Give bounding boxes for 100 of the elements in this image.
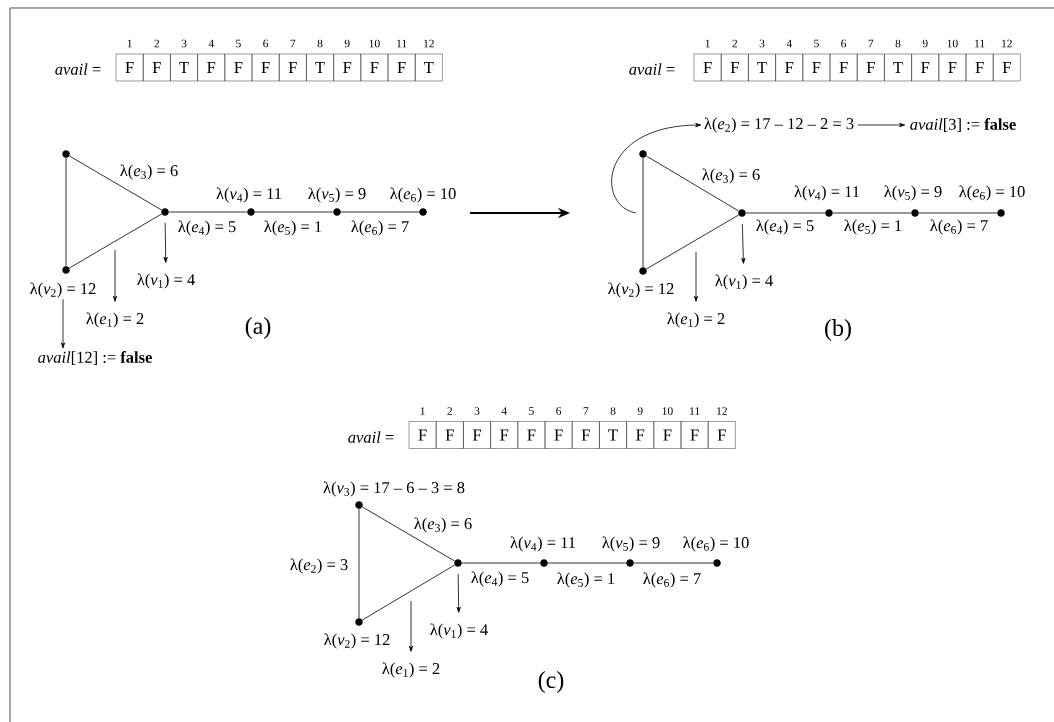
value-label: λ(v$_{2}$) = 12 — [324, 633, 390, 649]
value-label: λ(e$_{1}$) = 2 — [667, 312, 725, 328]
array-cell: T — [306, 53, 334, 82]
graph-vertex — [161, 208, 169, 216]
value-label: λ(v$_{1}$) = 4 — [137, 273, 195, 289]
value-label: λ(v$_{5}$) = 9 — [602, 536, 660, 552]
graph-vertex — [911, 209, 919, 217]
value-label: λ(v$_{4}$) = 11 — [510, 536, 576, 552]
graph-edge — [65, 157, 67, 267]
graph-edge — [69, 155, 162, 211]
value-label: λ(e$_{1}$) = 2 — [86, 312, 144, 328]
array-cell: T — [170, 53, 198, 82]
value-label: λ(e$_{3}$) = 6 — [414, 517, 472, 533]
graph-vertex — [626, 559, 634, 567]
array-cell: F — [680, 421, 709, 449]
value-label: λ(e$_{6}$) = 10 — [390, 187, 456, 203]
value-label: λ(e$_{6}$) = 7 — [930, 219, 988, 235]
column-number: 7 — [868, 39, 874, 48]
array-cell: T — [415, 53, 443, 82]
graph-edge — [362, 506, 455, 562]
array-cell: F — [993, 53, 1021, 82]
value-label: λ(e$_{5}$) = 1 — [557, 572, 615, 588]
value-label: λ(e$_{6}$) = 10 — [683, 536, 749, 552]
value-label: λ(v$_{3}$) = 17 – 6 – 3 = 8 — [323, 481, 465, 497]
column-number: 1 — [127, 39, 132, 48]
panel-label: (b) — [825, 319, 851, 341]
array-cell: F — [143, 53, 171, 82]
array-cell: F — [408, 421, 437, 449]
graph-edge — [168, 211, 248, 213]
array-cell: F — [251, 53, 280, 82]
graph-vertex — [997, 209, 1005, 217]
array-cell: F — [197, 53, 225, 82]
array-cell: F — [775, 53, 803, 82]
column-number: 8 — [317, 39, 323, 48]
assignment-label: avail[3] := false — [910, 118, 1016, 132]
array-cell: F — [490, 421, 518, 449]
graph-vertex — [738, 209, 746, 217]
graph-vertex — [247, 208, 255, 216]
graph-edge — [547, 562, 627, 564]
arrow — [456, 573, 461, 613]
value-label: λ(v$_{5}$) = 9 — [884, 185, 942, 201]
value-label: λ(e$_{6}$) = 7 — [351, 220, 409, 236]
array-cell: F — [544, 421, 573, 449]
column-number: 10 — [947, 39, 958, 48]
column-number: 4 — [501, 407, 507, 415]
graph-edge — [254, 211, 334, 213]
graph-edge — [918, 212, 998, 214]
array-cell: F — [911, 53, 939, 82]
arrow — [693, 251, 699, 302]
graph-edge — [745, 212, 826, 214]
column-number: 3 — [759, 39, 765, 48]
arrow — [611, 123, 702, 214]
arrow — [61, 298, 66, 349]
array-cell: T — [884, 53, 912, 82]
column-number: 9 — [344, 39, 350, 48]
array-cell: F — [224, 53, 253, 82]
array-label: avail = — [629, 63, 675, 75]
column-number: 11 — [397, 39, 407, 48]
column-number: 3 — [474, 407, 480, 415]
column-number: 3 — [181, 39, 187, 48]
column-number: 11 — [975, 39, 985, 48]
column-number: 5 — [814, 39, 819, 48]
value-label: λ(e$_{4}$) = 5 — [471, 571, 529, 587]
graph-vertex — [639, 150, 647, 158]
assignment-label: avail[12] := false — [38, 351, 152, 365]
array-cell: F — [333, 53, 361, 82]
value-label: λ(v$_{2}$) = 12 — [608, 282, 674, 298]
graph-edge — [340, 211, 420, 213]
array-cell: F — [572, 421, 600, 449]
column-number: 10 — [369, 39, 380, 48]
value-label: λ(v$_{4}$) = 11 — [794, 185, 860, 201]
graph-vertex — [825, 209, 833, 217]
array-cell: F — [829, 53, 858, 82]
value-label: λ(e$_{4}$) = 5 — [178, 220, 236, 236]
graph-vertex — [62, 150, 70, 158]
column-number: 7 — [583, 407, 589, 415]
graph-vertex — [639, 267, 647, 275]
value-label: λ(e$_{5}$) = 1 — [844, 219, 902, 235]
graph-edge — [646, 155, 739, 212]
graph-edge — [358, 508, 360, 619]
graph-edge — [642, 157, 644, 268]
arrow — [163, 222, 168, 263]
array-cell: F — [802, 53, 831, 82]
value-label: λ(v$_{2}$) = 12 — [30, 282, 96, 298]
graph-edge — [362, 564, 455, 621]
array-cell: F — [693, 53, 722, 82]
panel-label: (a) — [245, 317, 271, 339]
graph-edge — [832, 212, 912, 214]
column-number: 1 — [420, 407, 425, 415]
array-cell: F — [653, 421, 682, 449]
column-number: 2 — [154, 39, 160, 48]
array-cell: F — [708, 421, 736, 449]
graph-vertex — [540, 559, 548, 567]
graph-edge — [461, 562, 541, 564]
array-cell: F — [115, 53, 144, 82]
array-cell: F — [965, 53, 994, 82]
column-number: 12 — [424, 39, 434, 48]
arrow — [408, 600, 414, 652]
graph-edge — [633, 562, 714, 564]
column-number: 8 — [610, 407, 616, 415]
